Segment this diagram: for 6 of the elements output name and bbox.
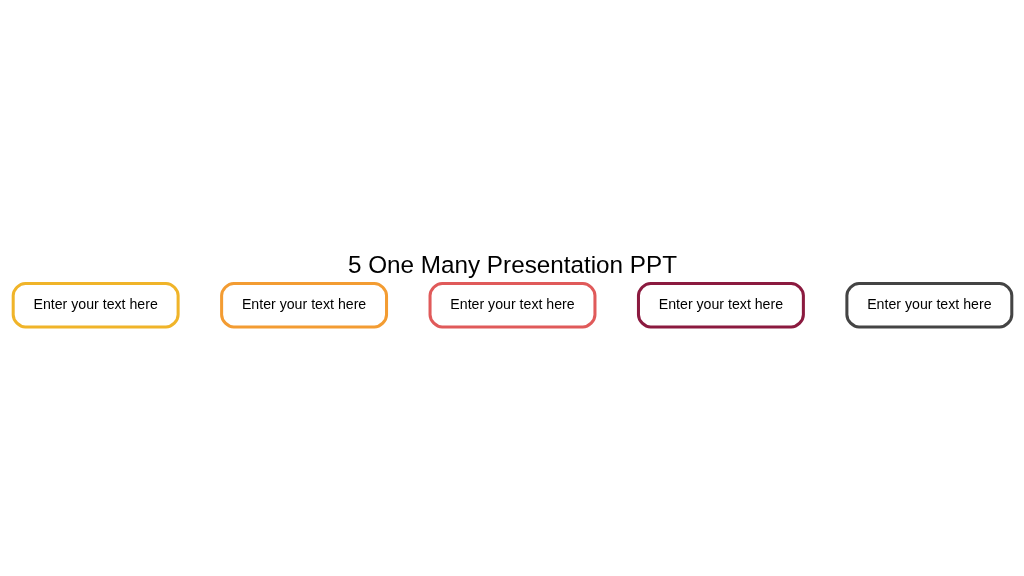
node-box: Enter your text here — [636, 281, 805, 329]
diagram-title: 5 One Many Presentation PPT — [347, 250, 677, 278]
node-box: Enter your text here — [428, 281, 596, 329]
node-box: Enter your text here — [844, 281, 1013, 329]
node-box: Enter your text here — [219, 281, 388, 329]
node-box: Enter your text here — [11, 281, 180, 329]
